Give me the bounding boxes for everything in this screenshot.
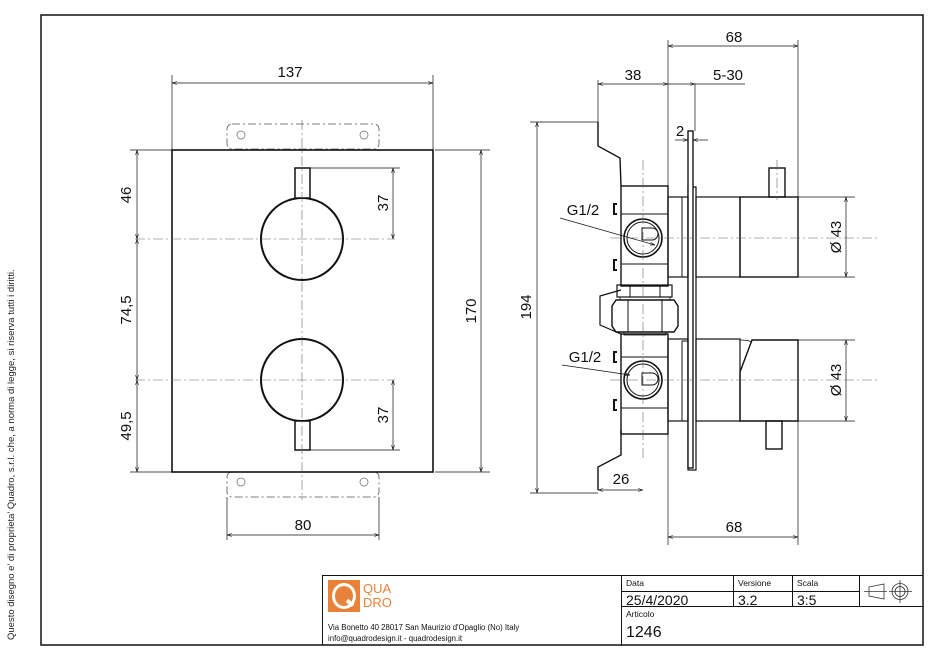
dim-width-137: 137	[277, 64, 302, 81]
scala-cell: Scala 3:5	[793, 576, 860, 608]
data-cell: Data 25/4/2020	[622, 576, 734, 608]
versione-label: Versione	[738, 578, 772, 588]
versione-cell: Versione 3.2	[734, 576, 793, 608]
quadro-logo: QUA DRO	[328, 580, 392, 612]
articolo-value: 1246	[626, 624, 662, 641]
company-contact: info@quadrodesign.it - quadrodesign.it	[328, 634, 463, 643]
dim-170: 170	[463, 298, 480, 323]
logo-line2: DRO	[363, 595, 392, 610]
dim-37-top: 37	[375, 195, 392, 212]
data-value: 25/4/2020	[622, 591, 733, 608]
scala-label: Scala	[797, 578, 819, 588]
dim-68-top: 68	[726, 29, 743, 46]
front-view	[130, 75, 490, 540]
dim-g12-bottom: G1/2	[569, 349, 602, 366]
sheet-frame	[40, 14, 924, 646]
dim-80: 80	[295, 517, 312, 534]
dim-g12-top: G1/2	[567, 202, 600, 219]
dim-68-bottom: 68	[726, 519, 743, 536]
dim-46: 46	[118, 187, 135, 204]
dim-194: 194	[518, 294, 535, 319]
dim-26: 26	[613, 471, 630, 488]
versione-value: 3.2	[734, 591, 792, 608]
logo-q-icon	[328, 580, 360, 612]
dim-2: 2	[676, 123, 684, 140]
dim-49-5: 49,5	[118, 411, 135, 440]
dim-5-30: 5-30	[713, 67, 743, 84]
copyright-note: Questo disegno e' di proprieta' Quadro, …	[6, 269, 17, 640]
company-info: QUA DRO Via Bonetto 40 28017 San Maurizi…	[323, 576, 622, 646]
dim-74-5: 74,5	[118, 295, 135, 324]
company-address: Via Bonetto 40 28017 San Maurizio d'Opag…	[328, 623, 520, 632]
dim-diameter-43-top: Ø 43	[828, 221, 845, 254]
articolo-label: Articolo	[626, 609, 655, 619]
side-view	[530, 40, 880, 545]
title-block: QUA DRO Via Bonetto 40 28017 San Maurizi…	[322, 575, 924, 646]
logo-line1: QUA	[363, 581, 392, 596]
dim-38: 38	[625, 67, 642, 84]
data-label: Data	[626, 578, 644, 588]
dim-diameter-43-bottom: Ø 43	[828, 364, 845, 397]
articolo-cell: Articolo 1246	[622, 607, 924, 646]
projection-cell	[860, 576, 924, 607]
scala-value: 3:5	[793, 591, 859, 608]
dim-37-bottom: 37	[375, 407, 392, 424]
first-angle-projection-icon	[864, 580, 912, 603]
